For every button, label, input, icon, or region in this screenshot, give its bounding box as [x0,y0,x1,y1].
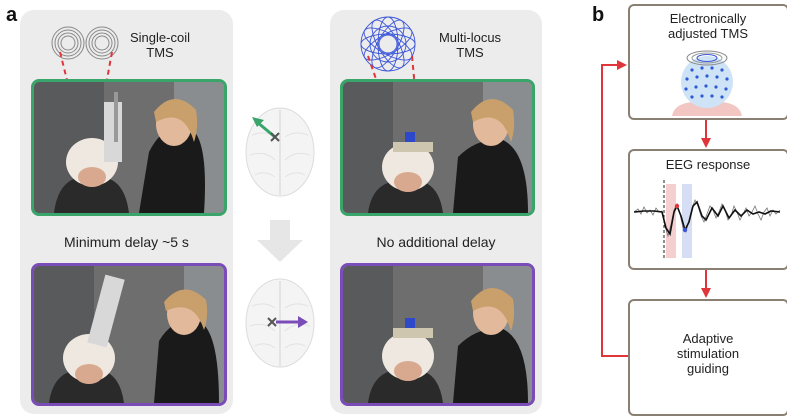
box3-line1: Adaptive [682,331,734,346]
eeg-waveform [634,180,781,260]
single-coil-photo-1 [31,79,227,216]
box1-line1: Electronically [669,11,747,26]
panel-b-letter: b [592,4,605,26]
single-coil-delay-caption: Minimum delay ~5 s [64,234,189,250]
single-coil-title: Single-coil TMS [120,30,200,60]
brain-bottom-icon [245,278,315,368]
box3-line2: stimulation [676,346,740,361]
down-arrow-icon [257,220,303,262]
multi-locus-delay-caption: No additional delay [376,234,496,250]
multi-locus-title-line1: Multi-locus [438,30,502,45]
eeg-response-box [628,149,787,270]
adaptive-stimulation-label: Adaptive stimulation guiding [628,331,787,376]
multi-locus-photo-2 [340,263,535,406]
eeg-response-title: EEG response [665,157,751,172]
box3-line3: guiding [687,361,729,376]
box1-line2: adjusted TMS [668,26,748,41]
adaptive-stimulation-box [628,299,787,416]
panel-a-letter: a [6,4,18,26]
single-coil-title-line1: Single-coil [130,30,190,45]
figure-eight-coil-icon [51,26,119,60]
head-with-coil-icon [672,50,742,116]
electronically-adjusted-tms-label: Electronically adjusted TMS [628,11,787,41]
single-coil-photo-2 [31,263,227,406]
multi-locus-photo-1 [340,79,535,216]
single-coil-title-line2: TMS [146,45,174,60]
multi-locus-coil-icon [360,16,416,72]
multi-locus-title: Multi-locus TMS [425,30,515,60]
brain-top-icon [245,107,315,197]
multi-locus-title-line2: TMS [456,45,484,60]
